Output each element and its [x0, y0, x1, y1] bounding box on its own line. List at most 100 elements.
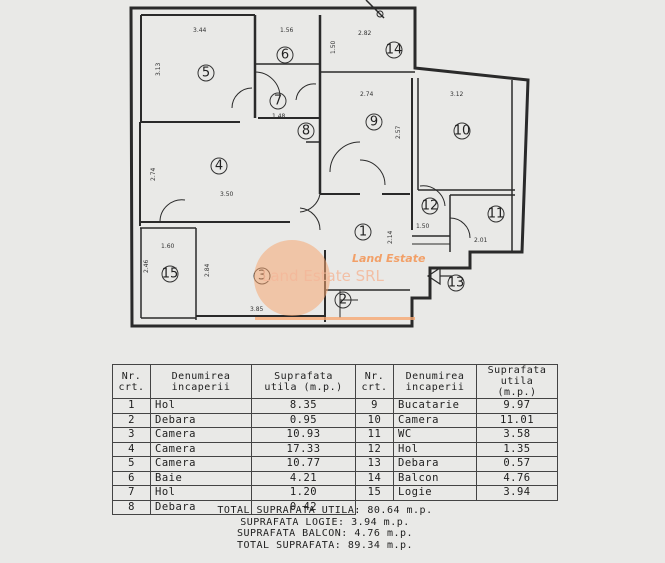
watermark: Land Estate Land Estate SRL — [254, 240, 426, 320]
outer-wall — [129, 6, 530, 328]
svg-text:1: 1 — [359, 225, 367, 240]
room-nr: 5 — [112, 456, 151, 472]
room-area: 4.76 — [476, 470, 558, 486]
room-name: Logie — [393, 485, 477, 501]
room-nr: 1 — [112, 398, 151, 414]
dim-label: 1.56 — [280, 27, 294, 34]
dim-label: 1.50 — [416, 223, 430, 230]
total-logie: SUPRAFATA LOGIE: 3.94 m.p. — [240, 516, 410, 528]
dim-label: 3.44 — [193, 27, 207, 34]
room-area: 0.42 — [251, 499, 356, 515]
room-nr: 13 — [355, 456, 394, 472]
room-name: Camera — [150, 427, 252, 443]
svg-text:12: 12 — [422, 199, 439, 214]
svg-text:7: 7 — [274, 94, 282, 109]
room-name: Debara — [150, 499, 252, 515]
dim-label: 2.74 — [150, 167, 157, 181]
room-area: 0.95 — [251, 412, 356, 428]
room-name: Camera — [150, 441, 252, 457]
table-row: 1 Hol 8.35 9 Bucatarie 9.97 — [112, 398, 558, 414]
svg-text:5: 5 — [202, 66, 210, 81]
room-area: 3.58 — [476, 427, 558, 443]
svg-text:15: 15 — [162, 267, 179, 282]
header-nr-2: Nr.crt. — [355, 364, 394, 399]
watermark-company: Land Estate SRL — [262, 267, 385, 285]
svg-text:10: 10 — [454, 124, 471, 139]
svg-text:14: 14 — [386, 43, 403, 58]
room-nr: 10 — [355, 412, 394, 428]
dim-label: 1.50 — [330, 40, 337, 54]
dim-label: 2.74 — [360, 91, 374, 98]
room-nr: 3 — [112, 427, 151, 443]
total-balcon: SUPRAFATA BALCON: 4.76 m.p. — [236, 528, 414, 539]
watermark-brand: Land Estate — [352, 252, 426, 265]
table-row: 5 Camera 10.77 13 Debara 0.57 — [112, 456, 558, 472]
dim-label: 2.84 — [204, 263, 211, 277]
room-name: Camera — [150, 456, 252, 472]
room-area: 10.77 — [251, 456, 356, 472]
room-area: 3.94 — [476, 485, 558, 501]
room-nr: 14 — [355, 470, 394, 486]
svg-text:13: 13 — [448, 276, 465, 291]
svg-text:2: 2 — [339, 293, 347, 308]
room-nr: 11 — [355, 427, 394, 443]
room-name: Debara — [150, 412, 252, 428]
room-area: 11.01 — [476, 412, 558, 428]
dim-label: 2.46 — [143, 259, 150, 273]
room-name: Balcon — [393, 470, 477, 486]
area-totals: TOTAL SUPRAFATA UTILA: 80.64 m.p. SUPRAF… — [150, 505, 500, 551]
room-name: WC — [393, 427, 477, 443]
svg-text:8: 8 — [302, 124, 310, 139]
dim-label: 3.85 — [250, 306, 264, 313]
table-row: 7 Hol 1.20 15 Logie 3.94 — [112, 485, 558, 501]
room-nr: 12 — [355, 441, 394, 457]
room-name: Baie — [150, 470, 252, 486]
dim-label: 3.12 — [450, 91, 464, 98]
table-row: 6 Baie 4.21 14 Balcon 4.76 — [112, 470, 558, 486]
room-area: 8.35 — [251, 398, 356, 414]
dim-label: 2.14 — [387, 230, 394, 244]
room-area: 10.93 — [251, 427, 356, 443]
room-area: 0.57 — [476, 456, 558, 472]
table-row: 8 Debara 0.42 — [112, 499, 558, 515]
room-nr: 9 — [355, 398, 394, 414]
svg-text:4: 4 — [215, 159, 223, 174]
room-area: 9.97 — [476, 398, 558, 414]
floor-plan: 5 6 14 7 8 9 10 4 1 12 11 15 3 2 13 3.44… — [129, 0, 530, 328]
dim-label: 2.01 — [474, 237, 488, 244]
room-name: Camera — [393, 412, 477, 428]
dim-label: 1.48 — [272, 113, 286, 120]
table-row: 2 Debara 0.95 10 Camera 11.01 — [112, 412, 558, 428]
svg-text:9: 9 — [370, 115, 378, 130]
room-area: 1.20 — [251, 485, 356, 501]
svg-text:6: 6 — [281, 48, 289, 63]
room-name: Hol — [393, 441, 477, 457]
dim-label: 2.57 — [395, 125, 402, 139]
dim-label: 3.13 — [155, 62, 162, 76]
dim-label: 3.50 — [220, 191, 234, 198]
table-row: 4 Camera 17.33 12 Hol 1.35 — [112, 441, 558, 457]
room-nr: 7 — [112, 485, 151, 501]
room-name: Debara — [393, 456, 477, 472]
room-name: Bucatarie — [393, 398, 477, 414]
total-suprafata: TOTAL SUPRAFATA: 89.34 m.p. — [236, 539, 414, 551]
room-nr: 4 — [112, 441, 151, 457]
room-nr: 8 — [112, 499, 151, 515]
room-nr: 2 — [112, 412, 151, 428]
dim-label: 2.82 — [358, 30, 372, 37]
svg-text:11: 11 — [488, 207, 505, 222]
room-name: Hol — [150, 485, 252, 501]
room-name: Hol — [150, 398, 252, 414]
room-nr: 15 — [355, 485, 394, 501]
room-area: 1.35 — [476, 441, 558, 457]
dim-label: 1.60 — [161, 243, 175, 250]
table-row: 3 Camera 10.93 11 WC 3.58 — [112, 427, 558, 443]
room-nr: 6 — [112, 470, 151, 486]
room-area: 17.33 — [251, 441, 356, 457]
header-nr: Nr.crt. — [112, 364, 151, 399]
